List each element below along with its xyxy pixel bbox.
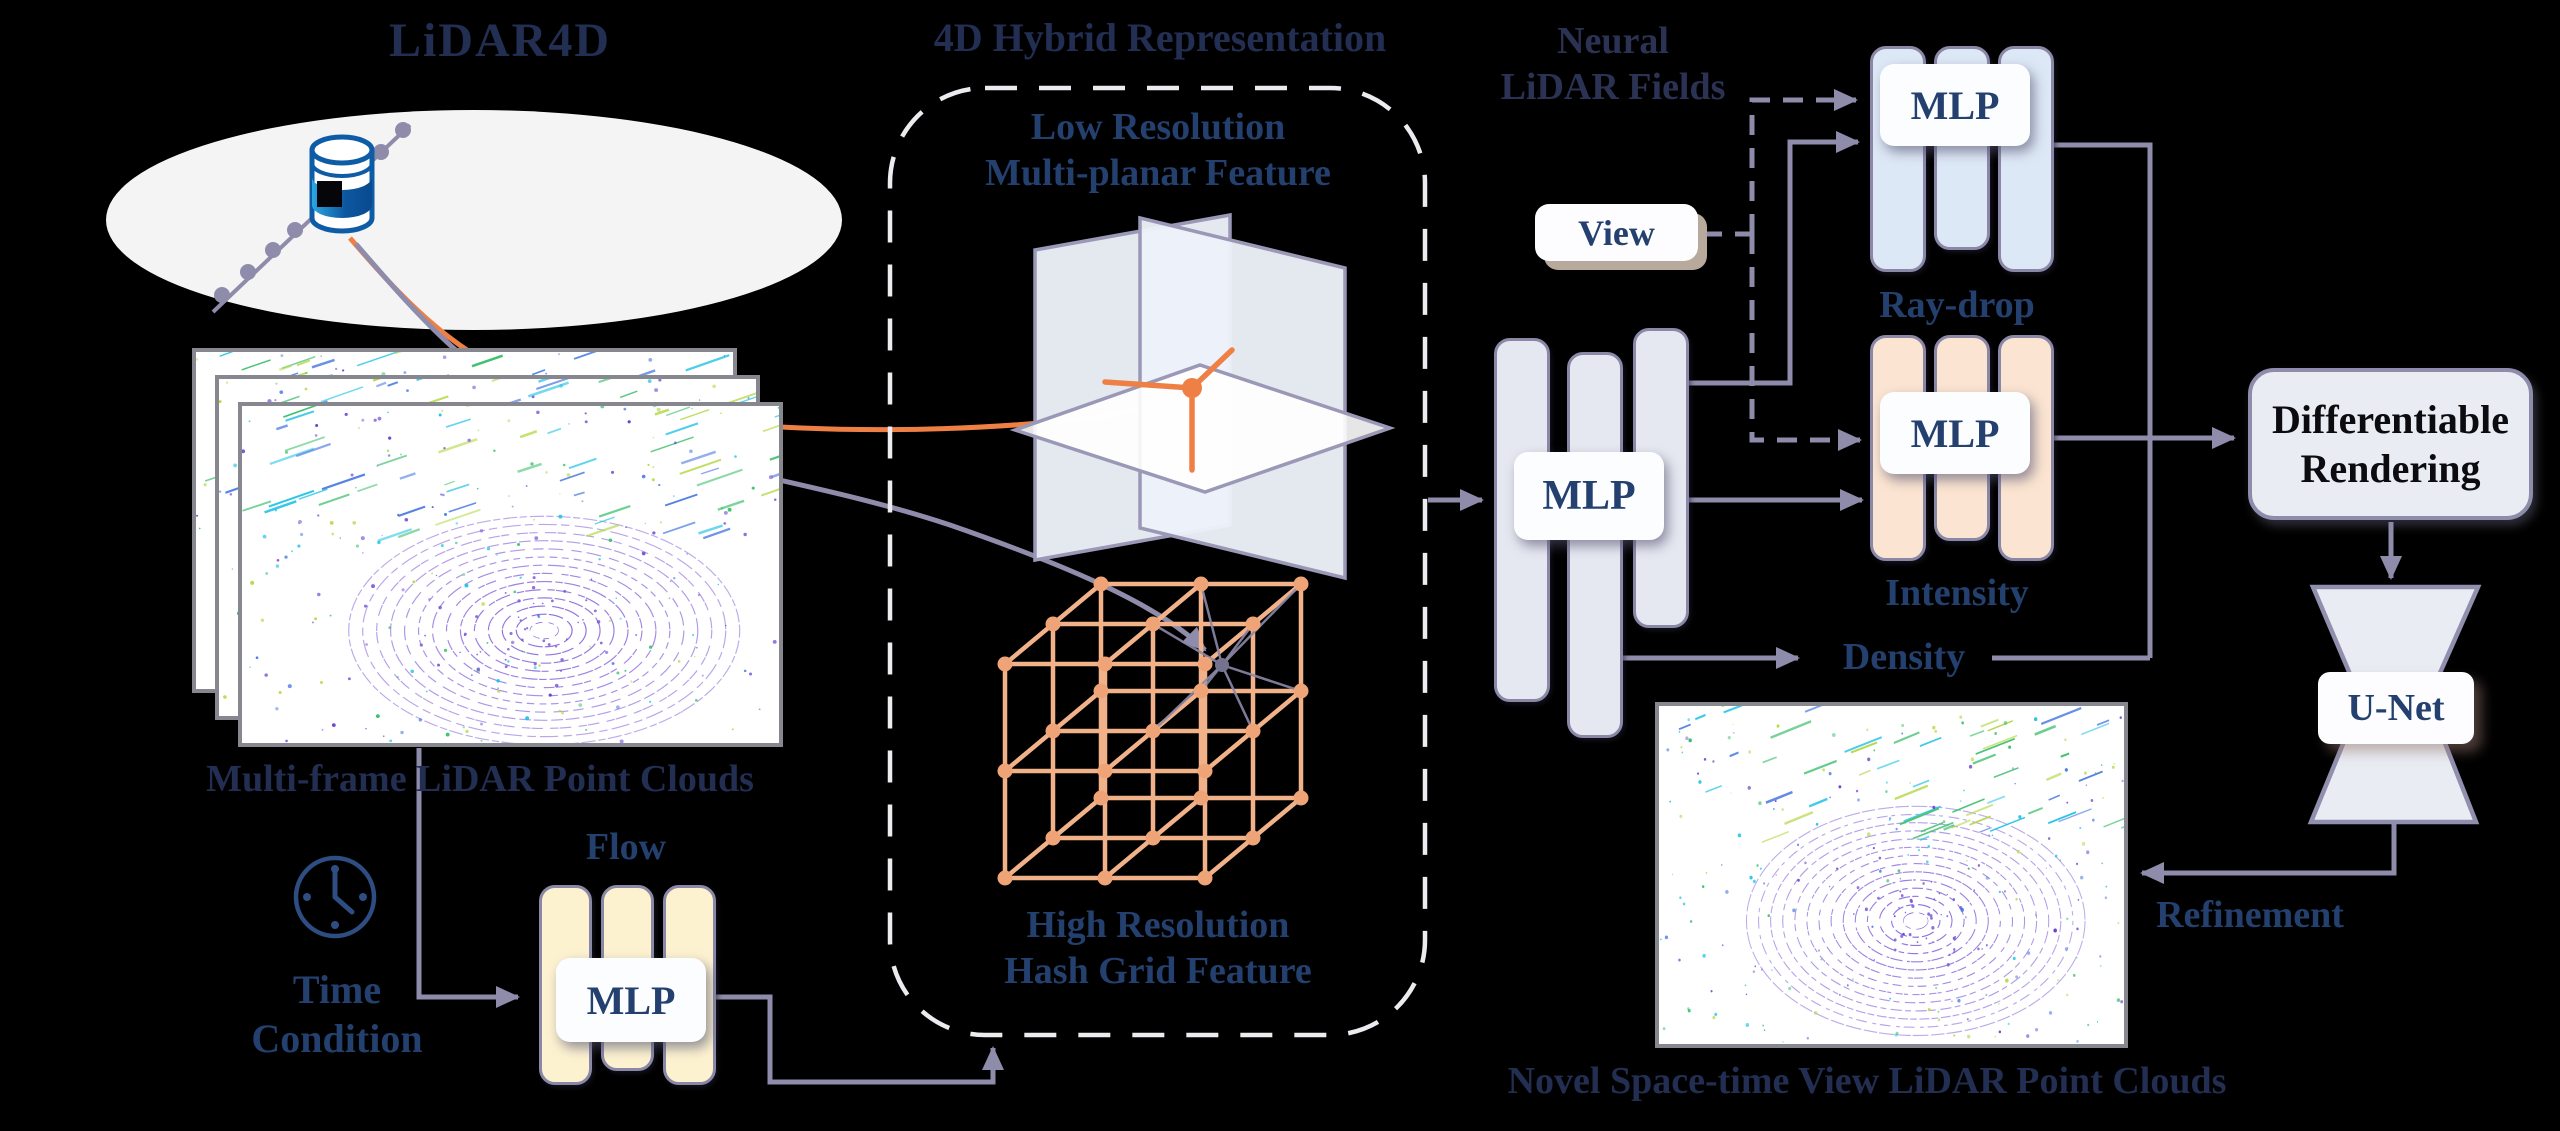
- novel-view-image: [1655, 702, 2128, 1048]
- pointcloud-image: [1659, 706, 2124, 1044]
- flow-mlp-label: MLP: [556, 958, 706, 1042]
- low-res-caption: Low Resolution Multi-planar Feature: [985, 106, 1331, 195]
- diff-rendering-line1: Differentiable: [2272, 396, 2509, 442]
- view-condition-box: View: [1535, 204, 1698, 261]
- pointcloud-image: [242, 406, 779, 743]
- page-title: LiDAR4D: [388, 14, 611, 67]
- novel-caption: Novel Space-time View LiDAR Point Clouds: [1507, 1060, 2227, 1102]
- density-label: Density: [1842, 636, 1966, 678]
- raydrop-mlp-label: MLP: [1880, 64, 2030, 146]
- raydrop-label: Ray-drop: [1879, 284, 2035, 326]
- differentiable-rendering-box: Differentiable Rendering: [2248, 368, 2533, 520]
- clock-icon: [293, 855, 377, 939]
- hash-grid-feature-graphic: [997, 576, 1309, 886]
- connectors: [416, 89, 2402, 1085]
- hybrid-title: 4D Hybrid Representation: [933, 15, 1387, 60]
- intensity-mlp-text: MLP: [1910, 410, 2000, 456]
- flow-mlp-text: MLP: [586, 977, 676, 1023]
- main-mlp-label: MLP: [1514, 452, 1664, 540]
- high-res-caption: High Resolution Hash Grid Feature: [1004, 904, 1312, 993]
- diff-rendering-line2: Rendering: [2300, 446, 2481, 491]
- flow-label: Flow: [585, 826, 667, 868]
- trajectory-dots: [214, 122, 411, 303]
- intensity-mlp-label: MLP: [1880, 392, 2030, 474]
- intensity-label: Intensity: [1885, 572, 2029, 614]
- main-mlp-bar: [1567, 352, 1623, 738]
- lidar-sensor-icon: [309, 134, 375, 234]
- view-condition-dashed: [1702, 89, 1862, 451]
- multiplanar-feature-graphic: [1009, 212, 1396, 581]
- raydrop-mlp-text: MLP: [1910, 82, 2000, 128]
- main-mlp-text: MLP: [1542, 473, 1636, 519]
- sensor-scene: [106, 110, 842, 330]
- unet-text: U-Net: [2347, 687, 2445, 729]
- hybrid-representation-box: [887, 85, 1428, 1038]
- time-condition-label: Time Condition: [251, 967, 423, 1061]
- view-text: View: [1578, 212, 1655, 253]
- multiframe-caption: Multi-frame LiDAR Point Clouds: [206, 758, 754, 800]
- neural-fields-title: Neural LiDAR Fields: [1500, 20, 1726, 109]
- lidar-frame-front: [238, 402, 783, 747]
- unet-label: U-Net: [2318, 672, 2474, 744]
- refinement-label: Refinement: [2156, 894, 2344, 936]
